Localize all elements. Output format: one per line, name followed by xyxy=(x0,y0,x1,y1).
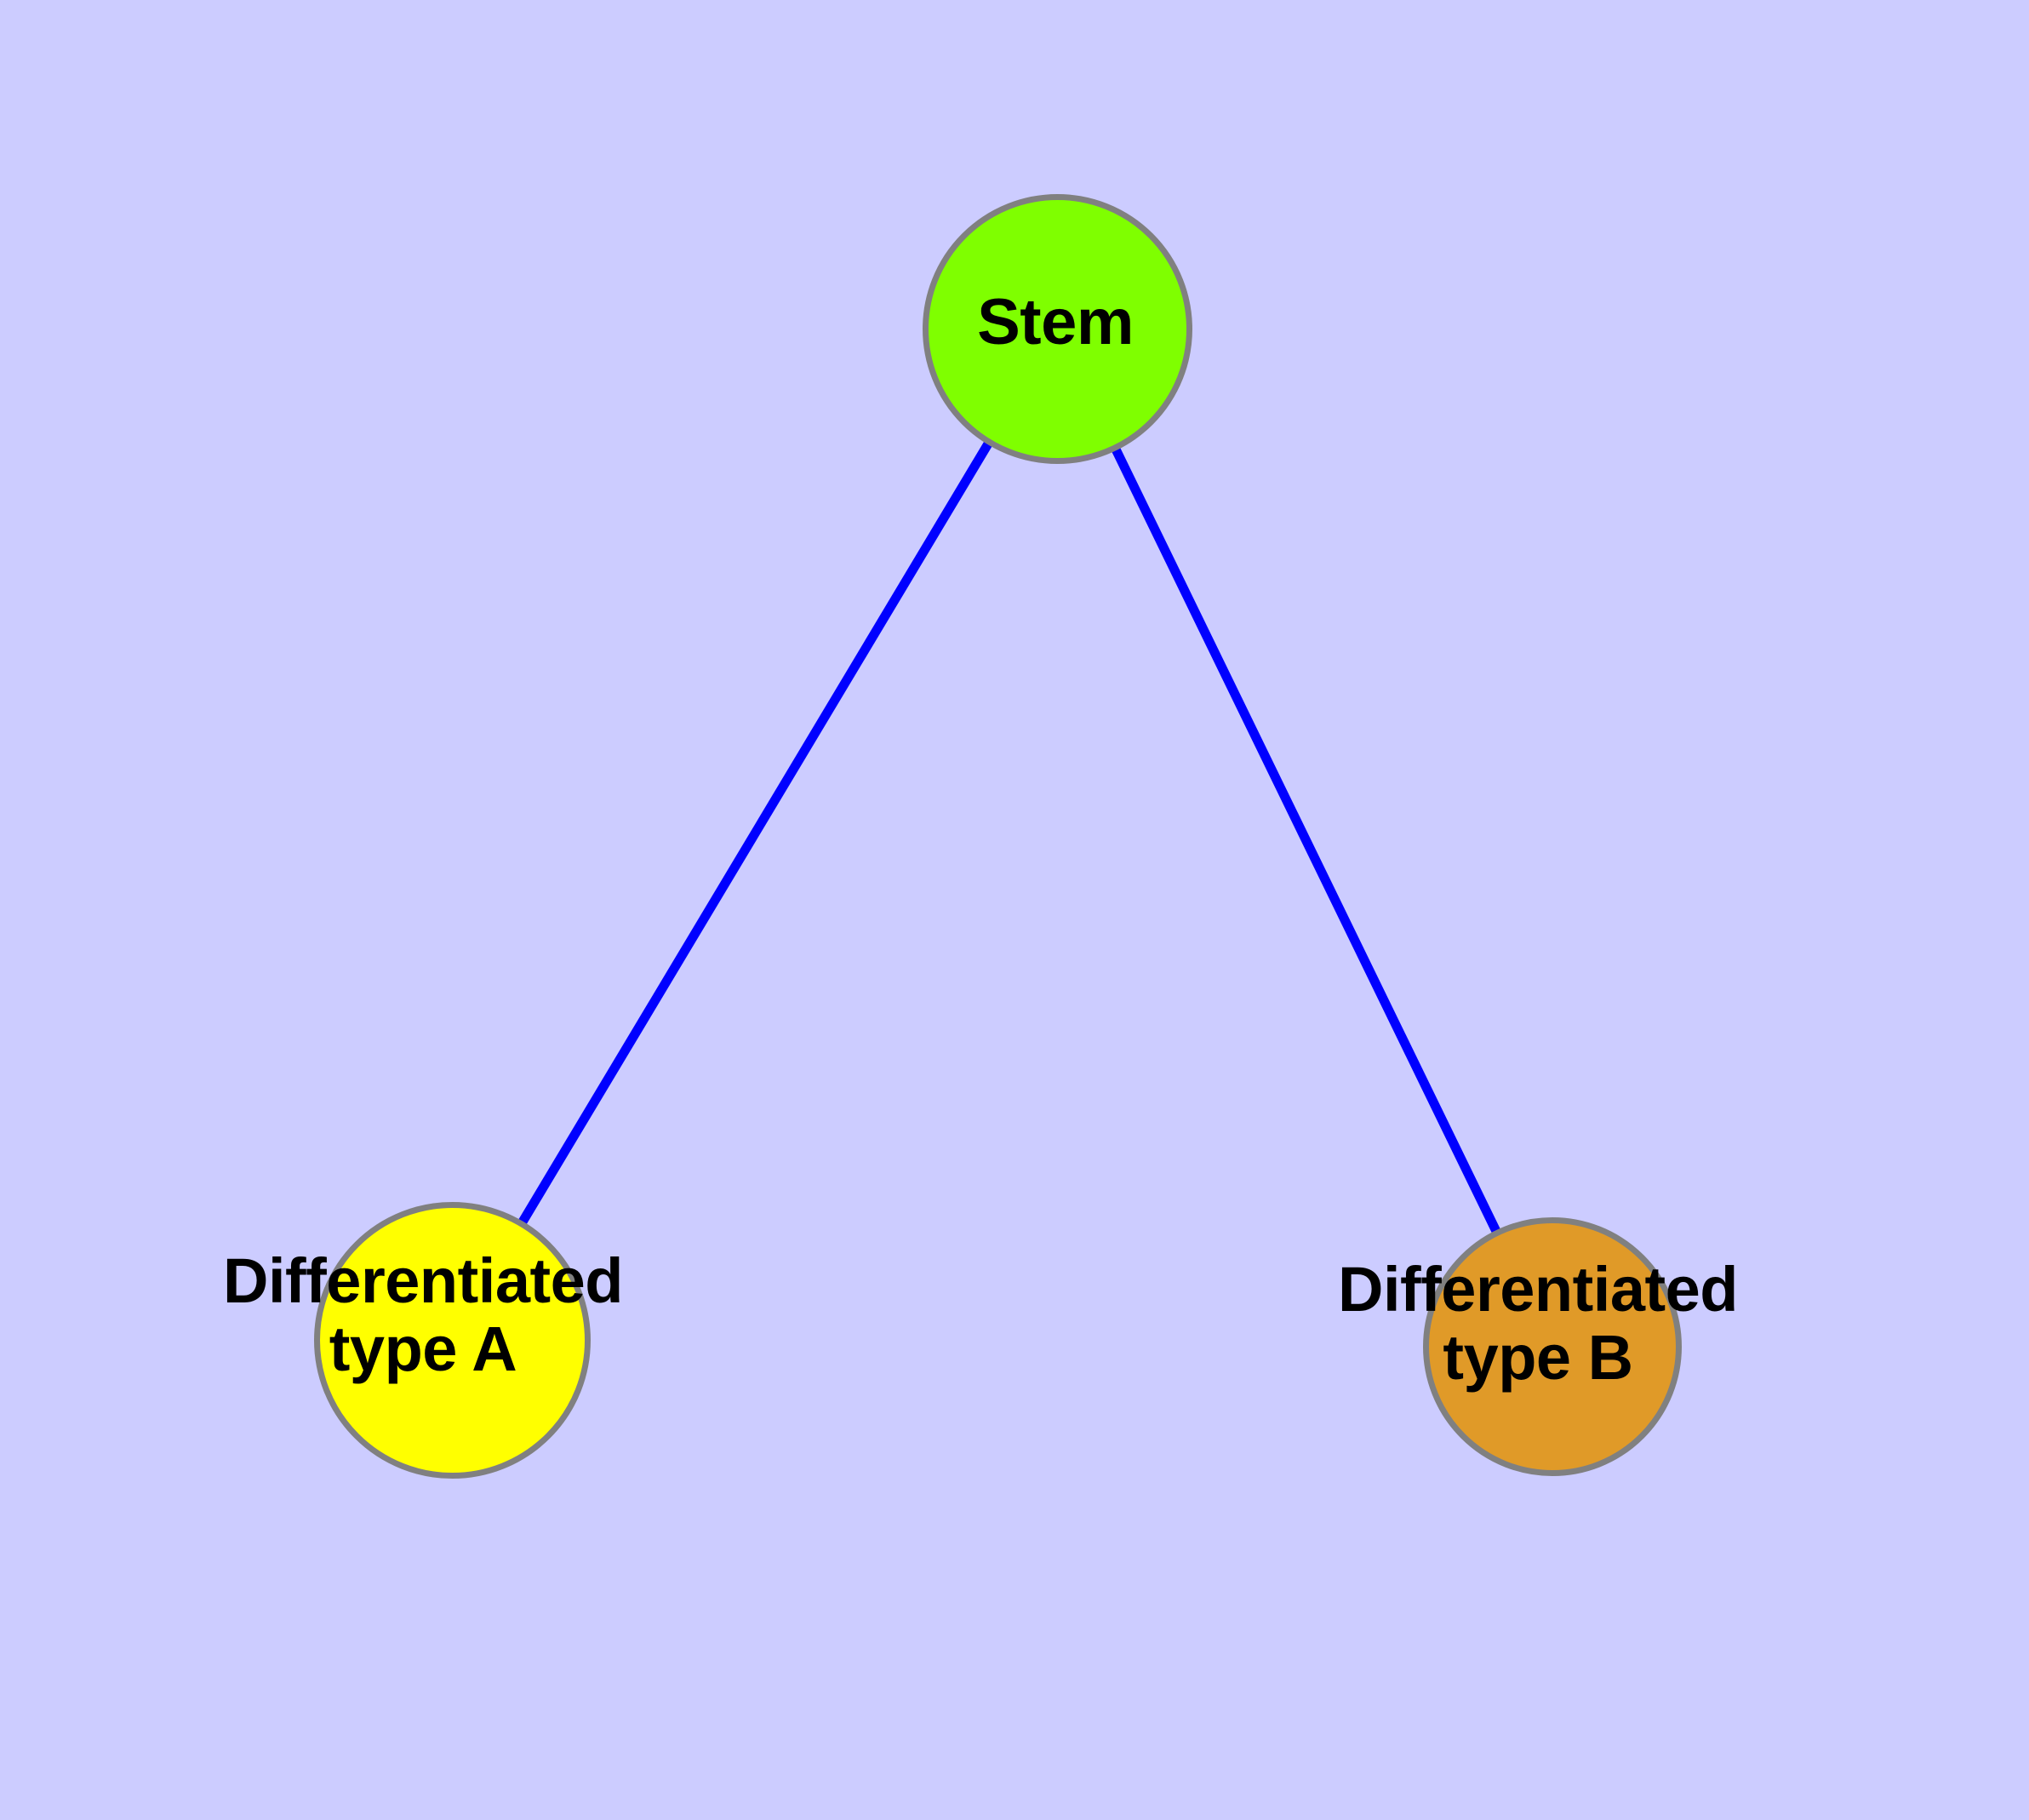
node-differentiated-type-a-label: Differentiated type A xyxy=(223,1245,623,1384)
node-stem[interactable] xyxy=(923,194,1192,464)
node-differentiated-type-a[interactable] xyxy=(314,1202,591,1479)
node-differentiated-type-b[interactable] xyxy=(1423,1217,1682,1476)
edge-stem-to-differentiated-type-a xyxy=(448,326,1061,1342)
node-stem-label: Stem xyxy=(977,286,1134,358)
edge-stem-to-differentiated-type-b xyxy=(1053,326,1557,1349)
node-differentiated-type-b-label: Differentiated type B xyxy=(1338,1254,1738,1393)
